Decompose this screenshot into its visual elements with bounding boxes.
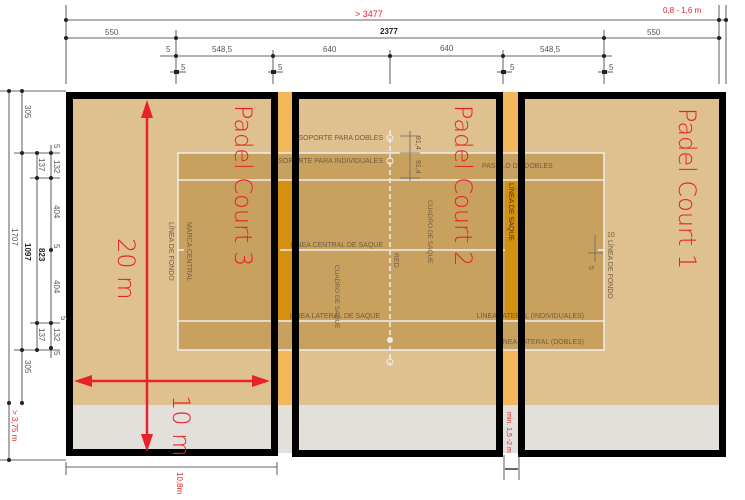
label-doubles-sideline: LÍNEA LATERAL (DOBLES) bbox=[497, 337, 584, 346]
padel-court-2-label: Padel Court 2 bbox=[449, 105, 477, 266]
label-singles-post: SOPORTE PARA INDIVIDUALES bbox=[278, 158, 383, 165]
dim-seg-2: 640 bbox=[323, 45, 337, 54]
label-service-box-1: CUADRO DE SAQUE bbox=[426, 200, 433, 264]
bottom-dimension-lines bbox=[65, 455, 520, 480]
tennis-court bbox=[177, 152, 605, 351]
doubles-post-bottom bbox=[386, 358, 394, 366]
dim-half-3: 132 bbox=[52, 328, 61, 342]
dim-alley-bottom: 137 bbox=[37, 328, 46, 342]
dim-seg-0: 5 bbox=[166, 45, 171, 54]
dim-seg-3: 640 bbox=[440, 44, 454, 53]
dim-detail-5: 5 bbox=[587, 266, 594, 270]
label-center-service-line: LÍNEA CENTRAL DE SAQUE bbox=[291, 240, 384, 249]
label-service-box-2: CUADRO DE SAQUE bbox=[333, 265, 340, 329]
label-baseline-right: LÍNEA DE FONDO bbox=[606, 240, 615, 299]
padel-court-3-label: Padel Court 3 bbox=[229, 105, 257, 266]
dim-lw-0: 5 bbox=[181, 63, 186, 72]
label-singles-sideline: LÍNEA LATERAL (INDIVIDUALES) bbox=[477, 311, 584, 320]
dim-court-length: 2377 bbox=[380, 27, 398, 36]
service-strip-right bbox=[505, 180, 519, 321]
label-center-mark: MARCA CENTRAL bbox=[185, 222, 192, 282]
label-baseline-left: LÍNEA DE FONDO bbox=[167, 222, 176, 281]
dim-alley-top: 137 bbox=[37, 158, 46, 172]
dim-court-width: 10,8m bbox=[175, 472, 184, 495]
dim-margin-top: 305 bbox=[23, 105, 32, 119]
post-dimension bbox=[400, 131, 603, 262]
label-service-sideline: LÍNEA LATERAL DE SAQUE bbox=[290, 311, 381, 320]
dim-half-2: 404 bbox=[52, 280, 61, 294]
label-doubles-alley: PASILLO DE DOBLES bbox=[482, 163, 553, 170]
dim-seg-4: 548,5 bbox=[540, 45, 561, 54]
left-dimension-dots bbox=[7, 89, 53, 462]
dim-total-length: > 3477 bbox=[355, 9, 383, 19]
singles-post-bottom bbox=[387, 337, 393, 343]
padel-width-label: 10 m bbox=[167, 395, 195, 457]
label-net: RED bbox=[392, 253, 399, 268]
dim-lw-left-3: 5 bbox=[52, 351, 61, 356]
doubles-post bbox=[386, 134, 394, 142]
top-dimension-lines bbox=[64, 5, 728, 84]
dim-half-1: 404 bbox=[52, 205, 61, 219]
dim-lw-left-0: 5 bbox=[52, 144, 61, 149]
padel-length-label: 20 m bbox=[112, 238, 140, 300]
dim-doubles-width: 1097 bbox=[23, 243, 32, 261]
dim-lw-3: 5 bbox=[609, 63, 614, 72]
dim-margin-bottom: 305 bbox=[23, 360, 32, 374]
dim-total-width: 1707 bbox=[10, 228, 19, 246]
padel-court-3-frame bbox=[66, 92, 278, 456]
dim-singles-width: 823 bbox=[37, 248, 46, 262]
dim-half-0: 132 bbox=[52, 160, 61, 174]
padel-court-1-frame bbox=[518, 92, 726, 457]
label-service-line: LÍNEA DE SAQUE bbox=[507, 183, 516, 241]
dim-left-margin: 550 bbox=[105, 28, 119, 37]
padel-dimension-arrows bbox=[74, 100, 270, 452]
dim-post-2: 91,4 bbox=[414, 160, 421, 174]
dim-lw-left-2: 5 bbox=[59, 316, 68, 321]
dim-detail-10: 10 bbox=[607, 232, 615, 239]
runoff-area bbox=[66, 405, 722, 453]
singles-post bbox=[386, 157, 394, 165]
dim-lw-2: 5 bbox=[510, 63, 515, 72]
dim-lw-left-1: 5 bbox=[52, 244, 61, 249]
dim-seg-1: 548,5 bbox=[212, 45, 233, 54]
dim-lw-1: 5 bbox=[278, 63, 283, 72]
top-dimension-dots bbox=[64, 18, 728, 74]
padel-court-2-frame bbox=[292, 92, 503, 457]
padel-court-1-label: Padel Court 1 bbox=[673, 108, 701, 269]
dim-gap-bottom: min. 1,5 -2 m bbox=[505, 412, 512, 453]
dim-post-1: 91,4 bbox=[414, 136, 421, 150]
dim-runoff: > 3,75 m bbox=[10, 410, 19, 442]
label-doubles-post: SOPORTE PARA DOBLES bbox=[298, 135, 383, 142]
dim-right-margin: 550 bbox=[647, 28, 661, 37]
dim-gap-top: 0,8 - 1,6 m bbox=[663, 6, 702, 15]
